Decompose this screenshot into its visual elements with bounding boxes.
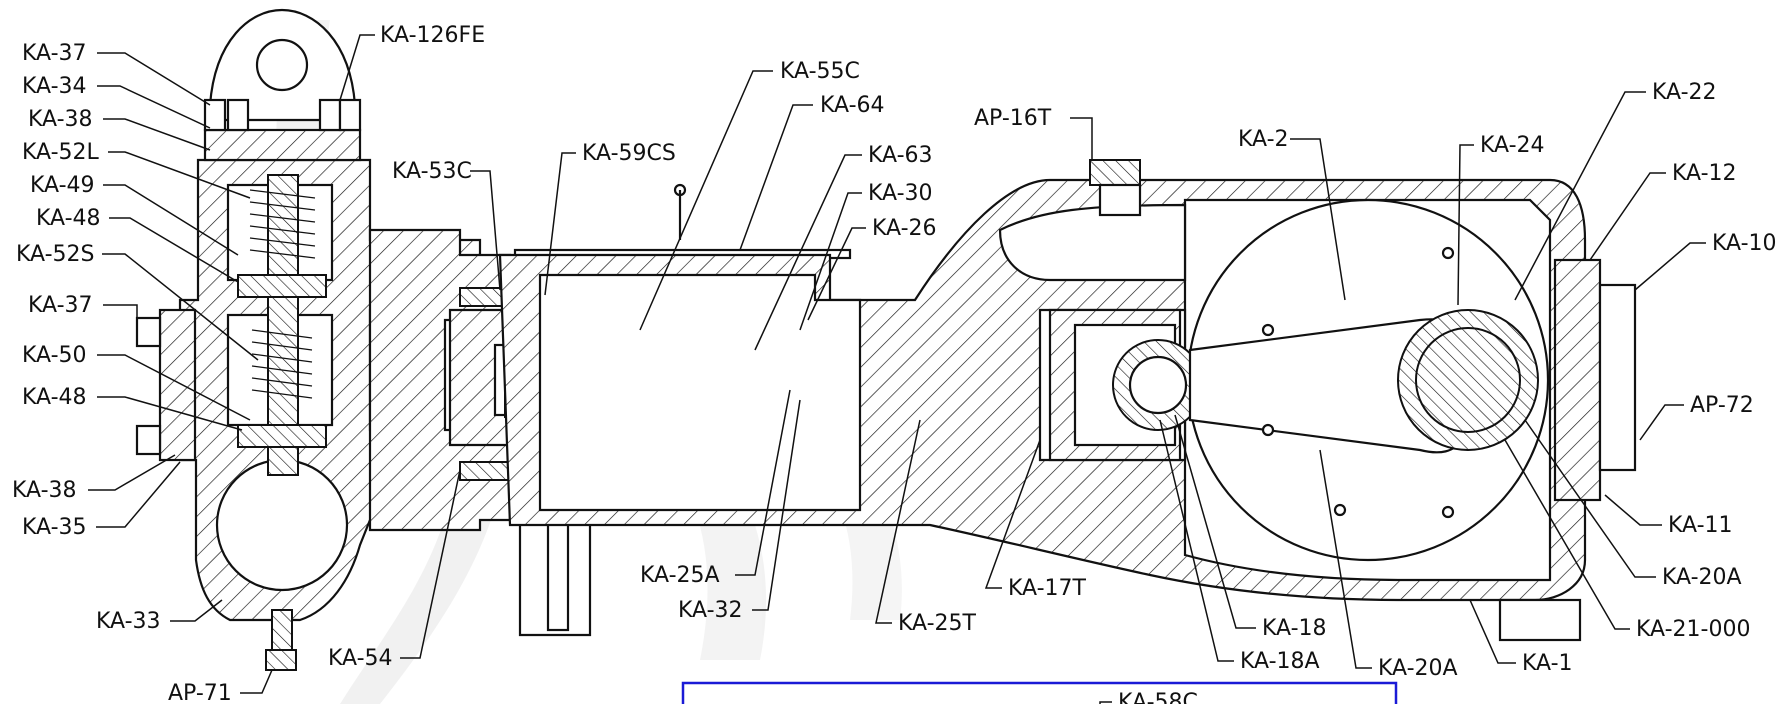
label-ka-25a: KA-25A (640, 563, 720, 588)
label-ka-58c: KA-58C (1118, 690, 1198, 704)
label-ka-54: KA-54 (328, 646, 393, 671)
callout-labels: KA-37 KA-34 KA-38 KA-52L KA-49 KA-48 KA-… (12, 23, 1777, 706)
label-ka-34: KA-34 (22, 74, 87, 99)
label-ka-53c: KA-53C (392, 159, 472, 184)
label-ka-26: KA-26 (872, 216, 937, 241)
label-ka-2: KA-2 (1238, 127, 1289, 152)
label-ka-18: KA-18 (1262, 616, 1327, 641)
label-ka-38-bot: KA-38 (12, 478, 77, 503)
label-ka-37-mid: KA-37 (28, 293, 93, 318)
label-ka-48-bot: KA-48 (22, 385, 87, 410)
label-ka-64: KA-64 (820, 93, 885, 118)
label-ka-33: KA-33 (96, 609, 161, 634)
label-ka-24: KA-24 (1480, 133, 1545, 158)
label-ka-20a-bottom: KA-20A (1378, 656, 1458, 681)
label-ka-52s: KA-52S (16, 242, 95, 267)
label-ap-16t: AP-16T (974, 106, 1052, 131)
label-ka-126fe: KA-126FE (380, 23, 485, 48)
label-ka-52l: KA-52L (22, 140, 100, 165)
label-ka-37-top: KA-37 (22, 41, 87, 66)
label-ka-17t: KA-17T (1008, 576, 1087, 601)
label-ka-38-top: KA-38 (28, 107, 93, 132)
label-ka-55c: KA-55C (780, 59, 860, 84)
label-ka-10: KA-10 (1712, 231, 1777, 256)
label-ka-35: KA-35 (22, 515, 87, 540)
label-ka-30: KA-30 (868, 181, 933, 206)
label-ka-63: KA-63 (868, 143, 933, 168)
label-ap-71: AP-71 (168, 681, 232, 704)
label-ka-20a-right: KA-20A (1662, 565, 1742, 590)
label-ka-11: KA-11 (1668, 513, 1733, 538)
crankcase (498, 159, 1637, 642)
detail-frame (681, 681, 1398, 708)
label-ka-25t: KA-25T (898, 611, 977, 636)
label-ka-49: KA-49 (30, 173, 95, 198)
label-ka-48-top: KA-48 (36, 206, 101, 231)
label-ka-50: KA-50 (22, 343, 87, 368)
label-ka-18a: KA-18A (1240, 649, 1320, 674)
label-ka-1: KA-1 (1522, 651, 1573, 676)
label-ka-12: KA-12 (1672, 161, 1737, 186)
label-ka-22: KA-22 (1652, 80, 1717, 105)
label-ka-21-000: KA-21-000 (1636, 617, 1750, 642)
label-ka-59cs: KA-59CS (582, 141, 676, 166)
label-ka-32: KA-32 (678, 598, 743, 623)
label-ap-72: AP-72 (1690, 393, 1754, 418)
